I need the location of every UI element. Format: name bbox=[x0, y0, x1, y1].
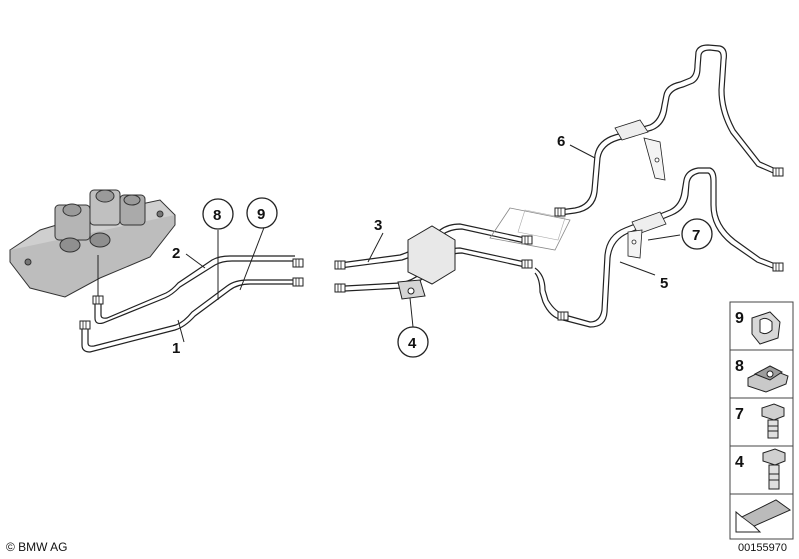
pipe-3-fitting-b bbox=[334, 283, 346, 293]
pipe-6-bracket bbox=[643, 137, 666, 181]
valve-block bbox=[9, 189, 176, 298]
callout-7-circle bbox=[681, 218, 713, 250]
callout-5: 5 bbox=[660, 275, 668, 292]
legend-num-4: 4 bbox=[735, 454, 744, 471]
callout-9-circle bbox=[246, 197, 278, 229]
pipe-6 bbox=[559, 44, 779, 216]
clamp-icon bbox=[747, 365, 789, 393]
callout-4: 4 bbox=[408, 335, 417, 352]
diagram-number: 00155970 bbox=[738, 542, 787, 554]
pipe-2-fitting-left bbox=[92, 295, 104, 305]
pipe-2-fitting-right bbox=[292, 258, 304, 268]
callout-6: 6 bbox=[557, 133, 565, 150]
pipe-2 bbox=[94, 255, 295, 325]
callout-4-circle bbox=[397, 326, 429, 358]
copyright-text: © BMW AG bbox=[6, 540, 68, 554]
callout-8: 8 bbox=[213, 207, 221, 224]
pipe-5-fitting-right bbox=[772, 262, 784, 272]
pipe-3-fitting-c bbox=[521, 235, 533, 245]
clip-9-leader bbox=[239, 224, 266, 291]
callout-leaders bbox=[177, 144, 681, 343]
callout-1: 1 bbox=[172, 340, 180, 357]
pipe-1-fitting-right bbox=[292, 277, 304, 287]
nav-arrow-icon[interactable] bbox=[735, 499, 792, 533]
legend-panel: 9 8 7 4 bbox=[729, 301, 794, 540]
callout-9: 9 bbox=[257, 206, 265, 223]
pipe-6-fitting-right bbox=[772, 167, 784, 177]
plate-outline-upper bbox=[489, 207, 571, 251]
pipe-6-clip bbox=[614, 119, 649, 141]
pipe-3-fitting-d bbox=[521, 259, 533, 269]
pipe-3-fitting-a bbox=[334, 260, 346, 270]
callout-7: 7 bbox=[692, 227, 700, 244]
legend-num-7: 7 bbox=[735, 406, 744, 423]
callout-2: 2 bbox=[172, 245, 180, 262]
pipe-1-fitting-left bbox=[79, 320, 91, 330]
plate-outline-inner bbox=[517, 209, 566, 241]
hex-bolt-icon bbox=[761, 403, 785, 439]
pipe-5-fitting-left bbox=[557, 311, 569, 321]
clip-icon bbox=[751, 311, 781, 345]
pipe-5 bbox=[534, 167, 779, 328]
pipe-6-fitting-left bbox=[554, 207, 566, 217]
pipe-3-bracket bbox=[397, 225, 456, 300]
callout-8-circle bbox=[202, 198, 234, 230]
legend-cell-7 bbox=[729, 397, 794, 447]
hex-bolt-long-icon bbox=[762, 448, 786, 490]
pipe-1 bbox=[81, 279, 295, 353]
legend-num-8: 8 bbox=[735, 358, 744, 375]
legend-num-9: 9 bbox=[735, 310, 744, 327]
pipe-5-clip bbox=[631, 211, 667, 235]
callout-3: 3 bbox=[374, 217, 382, 234]
